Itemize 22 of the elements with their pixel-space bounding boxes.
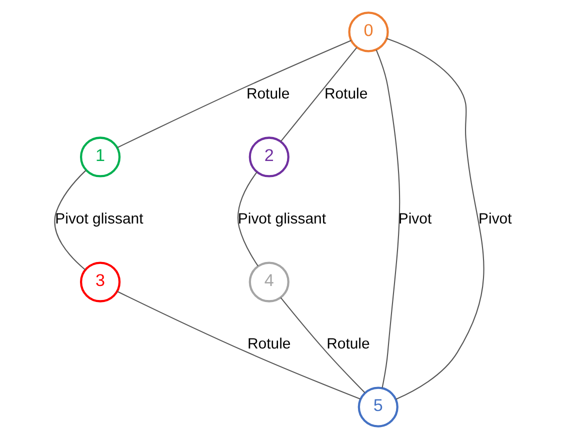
connector: [386, 38, 484, 400]
edge-label: Pivot glissant: [238, 210, 326, 228]
connector: [238, 172, 258, 266]
connector: [117, 291, 360, 400]
connector: [376, 50, 400, 388]
connector: [117, 40, 352, 148]
edge-label: Rotule: [248, 335, 291, 352]
edge-label: Rotule: [326, 335, 370, 352]
node-circle: 2: [248, 136, 290, 178]
edge-label: Pivot: [478, 210, 512, 228]
edge-label: Rotule: [324, 85, 368, 102]
edge-label: Pivot glissant: [55, 210, 144, 228]
node-circle: 0: [348, 12, 389, 52]
node-circle: 5: [358, 386, 398, 428]
node-circle: 3: [80, 262, 121, 302]
node-circle: 1: [80, 136, 121, 178]
edge-label: Pivot: [398, 210, 432, 228]
connector: [280, 47, 358, 142]
edge-label: Rotule: [246, 85, 290, 102]
connector: [54, 170, 86, 270]
connector: [280, 297, 366, 393]
node-circle: 4: [248, 262, 290, 302]
